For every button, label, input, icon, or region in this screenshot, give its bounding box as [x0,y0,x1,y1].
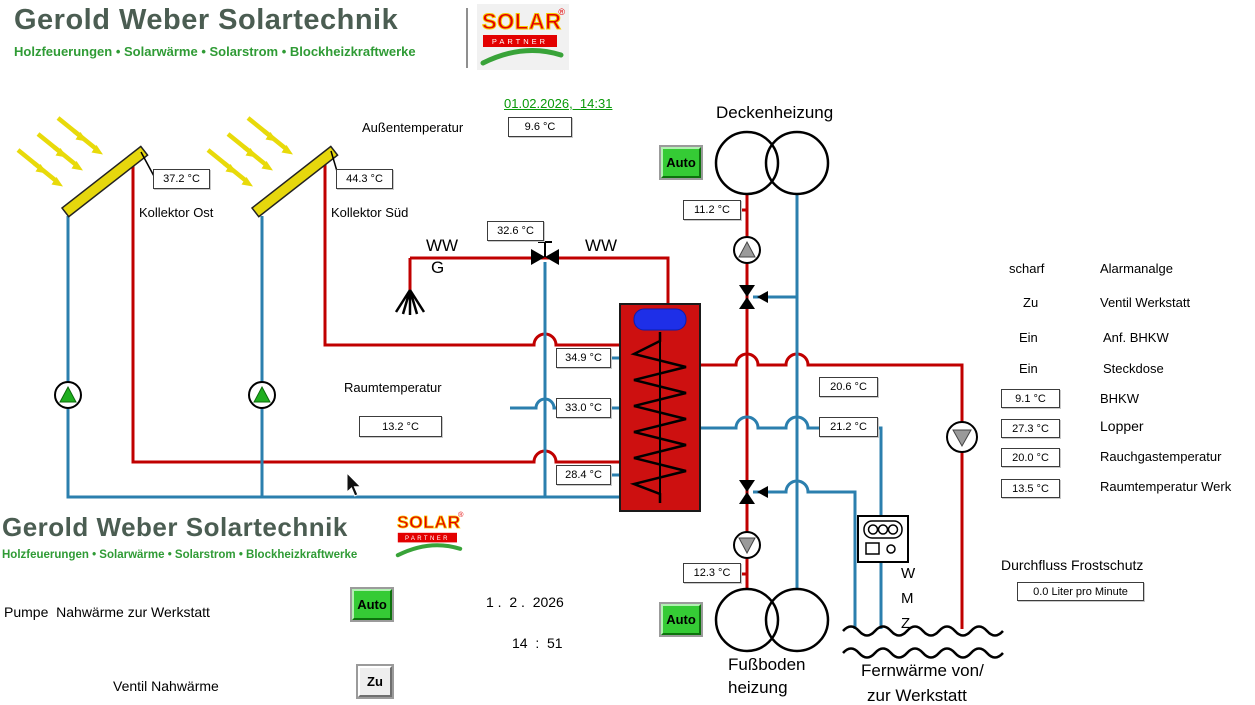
ceiling-temp-value: 11.2 °C [683,200,741,220]
room-temp-value: 13.2 °C [359,416,442,437]
ww-temp-value: 32.6 °C [487,221,544,241]
pipe-tank-sensor-mid [510,397,621,410]
bhkw-temp-value: 9.1 °C [1001,389,1060,408]
status-alarm-value: scharf [1009,261,1045,276]
solar-partner-logo: SOLAR ® PARTNER [477,4,569,70]
solar-partner-logo-small: SOLAR ® PARTNER [393,508,467,561]
brand-title: Gerold Weber Solartechnik [14,4,399,36]
floor-heating-label-2: heizung [728,678,788,697]
outside-temp-value: 9.6 °C [508,117,572,137]
frost-flow-label: Durchfluss Frostschutz [1001,557,1144,573]
ww-label-2: WW [585,236,618,255]
partner-bar: PARTNER [483,35,557,47]
pipe-tank-return [701,415,883,519]
collector-ost-temp: 37.2 °C [153,169,210,189]
valve-ceiling-icon [739,285,768,309]
tank-temp-mid: 33.0 °C [556,398,611,418]
collector-sued-panel [250,145,340,218]
ceiling-heating-symbol [714,130,830,196]
workshop-room-temp-value: 13.5 °C [1001,479,1060,498]
valve-floor-icon [739,480,768,504]
valve-ww-icon [531,241,559,265]
nahwaerme-valve-label: Ventil Nahwärme [113,678,219,694]
brand-title: Gerold Weber Solartechnik [2,512,348,542]
bhkw-temp-label: BHKW [1100,391,1139,406]
pump-collector-ost-icon [54,381,82,409]
solar-logo-text: SOLAR [482,9,562,35]
district-heat-waves [842,625,1004,659]
room-temp-label: Raumtemperatur [344,380,442,395]
datetime-display: 01.02.2026, 14:31 [504,96,613,111]
pipe-tank-hot-out [701,352,964,629]
swoosh-icon [395,543,463,558]
mouse-cursor [346,471,362,497]
fernwaerme-label-1: Fernwärme von/ [861,661,984,680]
floor-heating-label-1: Fußboden [728,655,806,674]
tank-temp-low: 28.4 °C [556,465,611,485]
brand-header: Gerold Weber Solartechnik Holzfeuerungen… [14,4,416,59]
ceiling-auto-button[interactable]: Auto [661,147,701,178]
tank-temp-top: 34.9 °C [556,348,611,368]
floor-auto-button[interactable]: Auto [661,604,701,635]
brand-subtitle: Holzfeuerungen • Solarwärme • Solarstrom… [2,549,358,561]
pump-ceiling-icon [733,236,761,264]
nahwaerme-pump-label: Pumpe Nahwärme zur Werkstatt [4,604,210,620]
wmz-letter-z: Z [901,615,911,632]
ground-symbol-icon [394,289,426,315]
buffer-tank [619,303,701,512]
pipe-ww-line [410,256,670,306]
date-display: 1 . 2 . 2026 [486,594,564,610]
floor-temp-value: 12.3 °C [683,563,741,583]
sun-rays-sued-icon [208,118,293,187]
floor-heating-symbol [714,587,830,653]
collector-sued-label: Kollektor Süd [331,205,409,220]
tank-top-cap [633,308,687,331]
registered-mark-icon: ® [458,510,464,519]
heat-meter-icon [857,515,909,563]
nahwaerme-pump-auto-button[interactable]: Auto [352,589,392,620]
status-valve-label: Ventil Werkstatt [1100,295,1191,310]
status-socket-value: Ein [1019,361,1038,376]
brand-subtitle: Holzfeuerungen • Solarwärme • Solarstrom… [14,44,416,59]
status-valve-value: Zu [1023,295,1039,310]
circuit-supply-temp: 20.6 °C [819,377,878,397]
tank-coil-icon [629,332,687,503]
frost-flow-value: 0.0 Liter pro Minute [1017,582,1144,601]
wmz-letter-w: W [901,565,916,582]
pump-district-icon [946,421,978,453]
brand-footer: Gerold Weber Solartechnik Holzfeuerungen… [2,512,357,561]
workshop-room-temp-label: Raumtemperatur Werk [1100,479,1232,494]
nahwaerme-valve-button[interactable]: Zu [358,666,392,697]
sun-rays-ost-icon [18,118,103,187]
ww-label-1: WW [426,236,459,255]
outside-temp-label: Außentemperatur [362,120,464,135]
status-socket-label: Steckdose [1103,361,1164,376]
pipe-collector-ost-return [66,216,621,499]
swoosh-icon [480,48,564,66]
header-separator [466,8,468,68]
lopper-temp-value: 27.3 °C [1001,419,1060,438]
time-display: 14 : 51 [512,635,563,651]
pump-floor-icon [733,531,761,559]
collector-sued-temp: 44.3 °C [336,169,393,189]
ww-g-label: G [431,258,445,277]
status-alarm-label: Alarmanalge [1100,261,1173,276]
collector-ost-label: Kollektor Ost [139,205,214,220]
status-bhkw-req-value: Ein [1019,330,1038,345]
fluegas-temp-label: Rauchgastemperatur [1100,449,1222,464]
fernwaerme-label-2: zur Werkstatt [867,686,967,705]
registered-mark-icon: ® [558,7,565,17]
pump-collector-sued-icon [248,381,276,409]
solar-logo-text: SOLAR [397,512,461,533]
partner-bar: PARTNER [397,532,457,543]
lopper-temp-label: Lopper [1100,418,1144,434]
circuit-return-temp: 21.2 °C [819,417,878,437]
wmz-letter-m: M [901,590,914,607]
collector-ost-panel [60,145,156,218]
fluegas-temp-value: 20.0 °C [1001,448,1060,467]
status-bhkw-req-label: Anf. BHKW [1103,330,1169,345]
ceiling-heating-label: Deckenheizung [716,103,834,122]
